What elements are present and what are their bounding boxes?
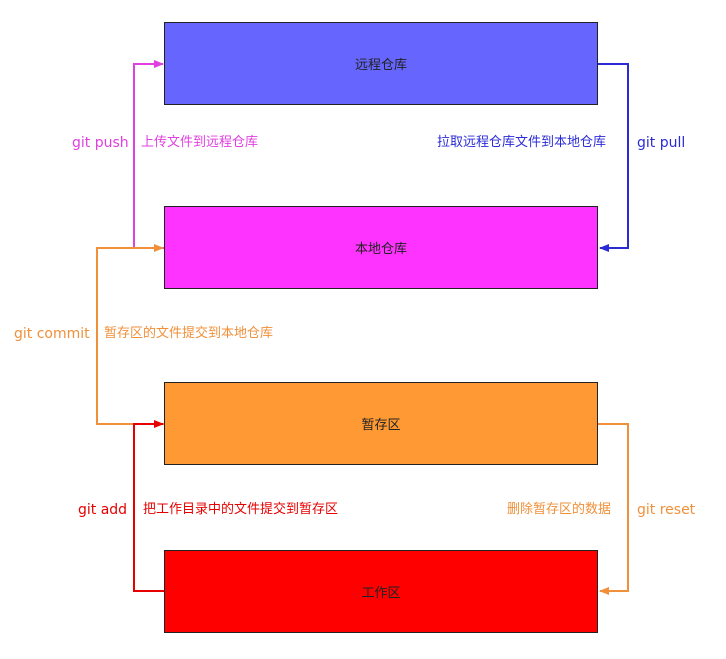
remote-repository-label: 远程仓库 xyxy=(354,58,407,73)
push-description-label: 上传文件到远程仓库 xyxy=(141,135,259,150)
remote-repository-box: 远程仓库 xyxy=(164,22,598,105)
pull-command-label: git pull xyxy=(637,135,686,151)
add-command-label: git add xyxy=(78,502,128,518)
add-description-label: 把工作目录中的文件提交到暂存区 xyxy=(143,502,339,517)
add-arrow xyxy=(133,420,164,592)
push-arrow xyxy=(133,60,164,249)
local-repository-box: 本地仓库 xyxy=(164,206,598,289)
working-directory-label: 工作区 xyxy=(361,586,401,601)
commit-arrow xyxy=(96,244,164,425)
pull-arrow xyxy=(598,63,629,252)
commit-description-label: 暂存区的文件提交到本地仓库 xyxy=(104,326,274,341)
reset-command-label: git reset xyxy=(637,502,696,518)
pull-description-label: 拉取远程仓库文件到本地仓库 xyxy=(437,135,607,150)
staging-area-label: 暂存区 xyxy=(361,418,401,433)
staging-area-box: 暂存区 xyxy=(164,382,598,465)
reset-arrow xyxy=(598,423,629,595)
reset-description-label: 删除暂存区的数据 xyxy=(507,502,612,517)
commit-command-label: git commit xyxy=(14,326,90,342)
working-directory-box: 工作区 xyxy=(164,550,598,633)
push-command-label: git push xyxy=(72,135,129,151)
local-repository-label: 本地仓库 xyxy=(354,242,407,257)
